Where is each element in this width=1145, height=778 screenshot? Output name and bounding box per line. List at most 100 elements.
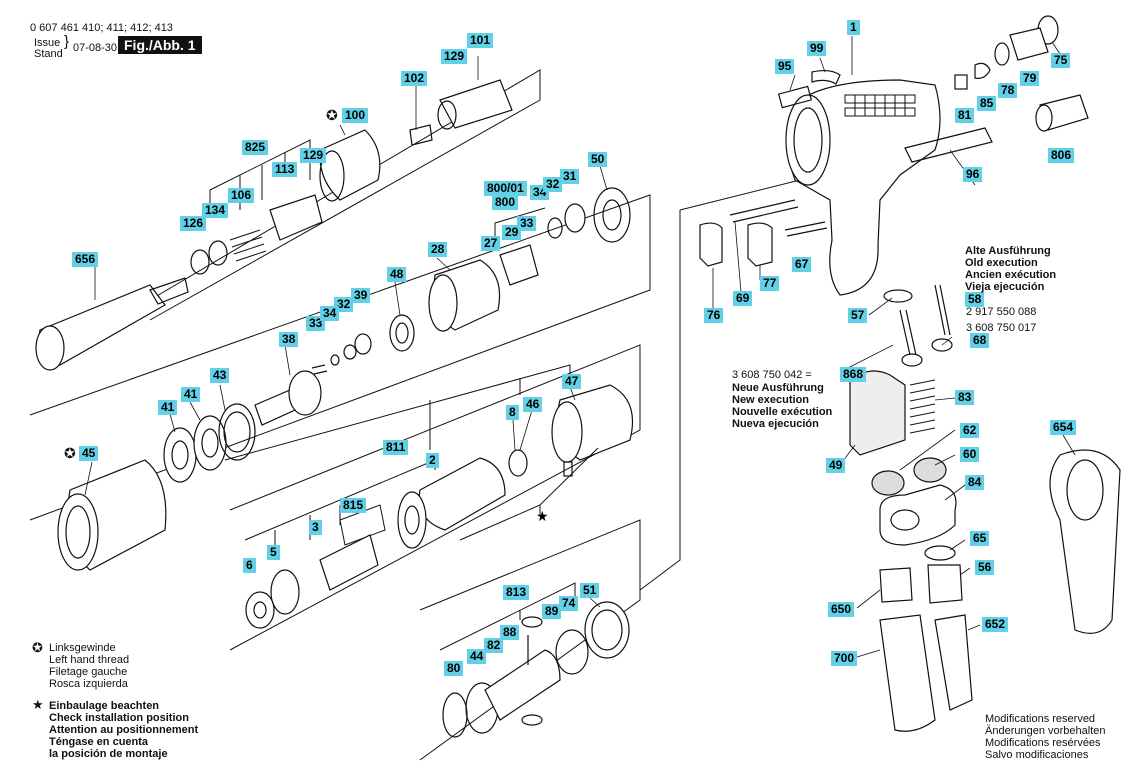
callout-129: 129 — [441, 49, 468, 64]
callout-654: 654 — [1050, 420, 1077, 435]
callout-46: 46 — [523, 397, 543, 412]
callout-96: 96 — [963, 167, 983, 182]
callout-80: 80 — [444, 661, 464, 676]
callout-652: 652 — [982, 617, 1009, 632]
callout-800: 800 — [492, 195, 519, 210]
legend-lh-fr: Filetage gauche — [49, 666, 128, 678]
callout-6: 6 — [243, 558, 256, 573]
callout-825: 825 — [242, 140, 269, 155]
callout-38: 38 — [279, 332, 299, 347]
new-execution-en: New execution — [732, 394, 810, 406]
callout-811: 811 — [383, 440, 409, 455]
stand-label: Stand — [34, 48, 63, 60]
callout-800-01: 800/01 — [484, 181, 527, 196]
old-execution-fr: Ancien exécution — [965, 269, 1057, 281]
callout-85: 85 — [977, 96, 997, 111]
callout-67: 67 — [792, 257, 812, 272]
callout-50: 50 — [588, 152, 608, 167]
callout-45: 45 — [79, 446, 99, 461]
callout-8: 8 — [506, 405, 519, 420]
callout-29: 29 — [502, 225, 522, 240]
callout-868: 868 — [840, 367, 867, 382]
callout-27: 27 — [481, 236, 501, 251]
brace: } — [64, 33, 70, 50]
callout-49: 49 — [826, 458, 846, 473]
callout-78: 78 — [998, 83, 1018, 98]
callout-28: 28 — [428, 242, 448, 257]
callout-79: 79 — [1020, 71, 1040, 86]
callout-43: 43 — [210, 368, 230, 383]
callout-95: 95 — [775, 59, 795, 74]
footer-mod-es: Salvo modificaciones — [985, 749, 1089, 761]
old-execution-de: Alte Ausführung — [965, 245, 1051, 257]
callout-39: 39 — [351, 288, 371, 303]
old-execution-en: Old execution — [965, 257, 1038, 269]
callout-1: 1 — [847, 20, 860, 35]
part-number-868: 3 608 750 042 = — [732, 369, 812, 381]
callout-47: 47 — [562, 374, 582, 389]
legend-lh-de: Linksgewinde — [49, 642, 116, 654]
callout-5: 5 — [267, 545, 280, 560]
legend-ip-en: Check installation position — [49, 712, 189, 724]
callout-77: 77 — [760, 276, 780, 291]
legend-star-icon: ★ — [32, 697, 44, 712]
old-execution-es: Vieja ejecución — [965, 281, 1045, 293]
callout-57: 57 — [848, 308, 868, 323]
callout-81: 81 — [955, 108, 975, 123]
callout-806: 806 — [1048, 148, 1075, 163]
callout-813: 813 — [503, 585, 530, 600]
callout-74: 74 — [559, 596, 579, 611]
issue-label: Issue — [34, 37, 61, 49]
callout-82: 82 — [484, 638, 504, 653]
footer-mod-fr: Modifications resérvées — [985, 737, 1101, 749]
new-execution-es: Nueva ejecución — [732, 418, 819, 430]
callout-84: 84 — [965, 475, 985, 490]
part-number-68: 3 608 750 017 — [966, 322, 1037, 334]
callout-34b: 34 — [320, 306, 340, 321]
legend-ip-es2: la posición de montaje — [49, 748, 168, 760]
callout-32: 32 — [543, 177, 563, 192]
legend-ip-de: Einbaulage beachten — [49, 700, 160, 712]
callout-58: 58 — [965, 292, 985, 307]
svg-text:★: ★ — [536, 509, 549, 525]
callout-102: 102 — [401, 71, 428, 86]
legend-lh-en: Left hand thread — [49, 654, 130, 666]
figure-label: Fig./Abb. 1 — [118, 36, 202, 54]
footer-mod-en: Modifications reserved — [985, 713, 1096, 725]
callout-33: 33 — [517, 216, 537, 231]
callout-75: 75 — [1051, 53, 1071, 68]
legend-lh-es: Rosca izquierda — [49, 678, 128, 690]
callout-100: 100 — [342, 108, 369, 123]
callout-89: 89 — [542, 604, 562, 619]
callout-41: 41 — [181, 387, 201, 402]
callout-44: 44 — [467, 649, 487, 664]
callout-62: 62 — [960, 423, 980, 438]
callout-134: 134 — [202, 203, 229, 218]
callout-41b: 41 — [158, 400, 178, 415]
legend-thread-icon: ✪ — [32, 640, 43, 655]
callout-129b: 129 — [300, 148, 327, 163]
callout-68: 68 — [970, 333, 990, 348]
new-execution-de: Neue Ausführung — [732, 382, 824, 394]
part-number-58: 2 917 550 088 — [966, 306, 1037, 318]
callout-88: 88 — [500, 625, 520, 640]
callout-700: 700 — [831, 651, 858, 666]
callout-106: 106 — [228, 188, 255, 203]
issue-date: 07-08-30 — [73, 42, 118, 54]
callout-101: 101 — [467, 33, 494, 48]
callout-83: 83 — [955, 390, 975, 405]
callout-56: 56 — [975, 560, 995, 575]
callout-65: 65 — [970, 531, 990, 546]
callout-815: 815 — [340, 498, 367, 513]
callout-51: 51 — [580, 583, 600, 598]
callout-76: 76 — [704, 308, 724, 323]
callout-656: 656 — [72, 252, 99, 267]
part-numbers: 0 607 461 410; 411; 412; 413 — [30, 22, 173, 34]
callout-113: 113 — [272, 162, 298, 177]
callout-48: 48 — [387, 267, 407, 282]
legend-ip-fr: Attention au positionnement — [49, 724, 199, 736]
left-hand-thread-icon-45: ✪ — [64, 445, 76, 461]
legend-ip-es: Téngase en cuenta — [49, 736, 149, 748]
